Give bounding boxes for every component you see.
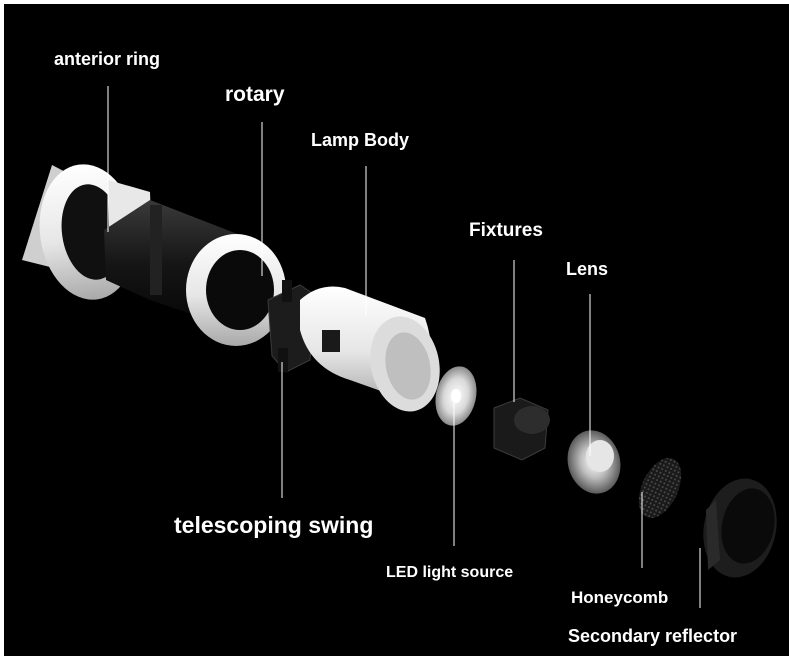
fixtures-part <box>493 397 550 461</box>
secondary-reflector-part <box>703 478 777 578</box>
leader-lines <box>107 86 701 608</box>
label-lamp-body: Lamp Body <box>311 130 410 150</box>
rotary-part <box>104 200 286 346</box>
label-telescoping-swing: telescoping swing <box>174 512 374 538</box>
label-lens: Lens <box>566 259 609 279</box>
label-secondary-reflector: Secondary reflector <box>568 626 738 646</box>
led-light-source-part <box>435 366 477 426</box>
label-fixtures: Fixtures <box>469 220 543 241</box>
lamp-body-part <box>300 286 440 412</box>
label-rotary: rotary <box>225 83 285 106</box>
honeycomb-part <box>638 458 682 518</box>
label-honeycomb: Honeycomb <box>571 588 669 607</box>
label-led-light-source: LED light source <box>386 564 514 581</box>
label-anterior-ring: anterior ring <box>54 49 161 69</box>
lens-part <box>567 430 621 494</box>
